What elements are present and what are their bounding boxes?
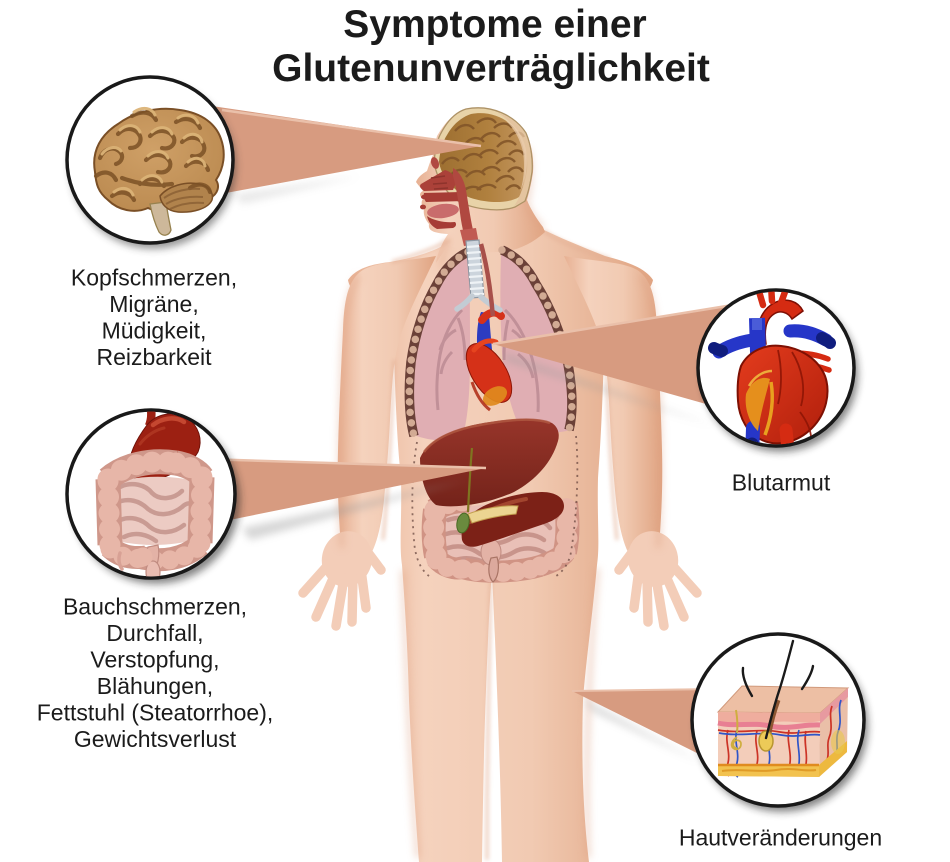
svg-text:Blutarmut: Blutarmut — [732, 470, 831, 496]
svg-text:Hautveränderungen: Hautveränderungen — [679, 825, 882, 851]
svg-text:Symptome einer: Symptome einer — [343, 3, 646, 46]
svg-text:Müdigkeit,: Müdigkeit, — [102, 318, 207, 344]
svg-text:Reizbarkeit: Reizbarkeit — [96, 344, 212, 370]
svg-text:Verstopfung,: Verstopfung, — [90, 647, 219, 673]
svg-text:Kopfschmerzen,: Kopfschmerzen, — [71, 265, 237, 291]
svg-text:Gewichtsverlust: Gewichtsverlust — [74, 726, 237, 752]
svg-text:Bauchschmerzen,: Bauchschmerzen, — [63, 594, 247, 620]
svg-text:Durchfall,: Durchfall, — [106, 620, 203, 646]
svg-text:Blähungen,: Blähungen, — [97, 673, 213, 699]
svg-text:Glutenunverträglichkeit: Glutenunverträglichkeit — [272, 47, 710, 90]
svg-text:Migräne,: Migräne, — [109, 291, 198, 317]
svg-text:Fettstuhl (Steatorrhoe),: Fettstuhl (Steatorrhoe), — [37, 700, 274, 726]
